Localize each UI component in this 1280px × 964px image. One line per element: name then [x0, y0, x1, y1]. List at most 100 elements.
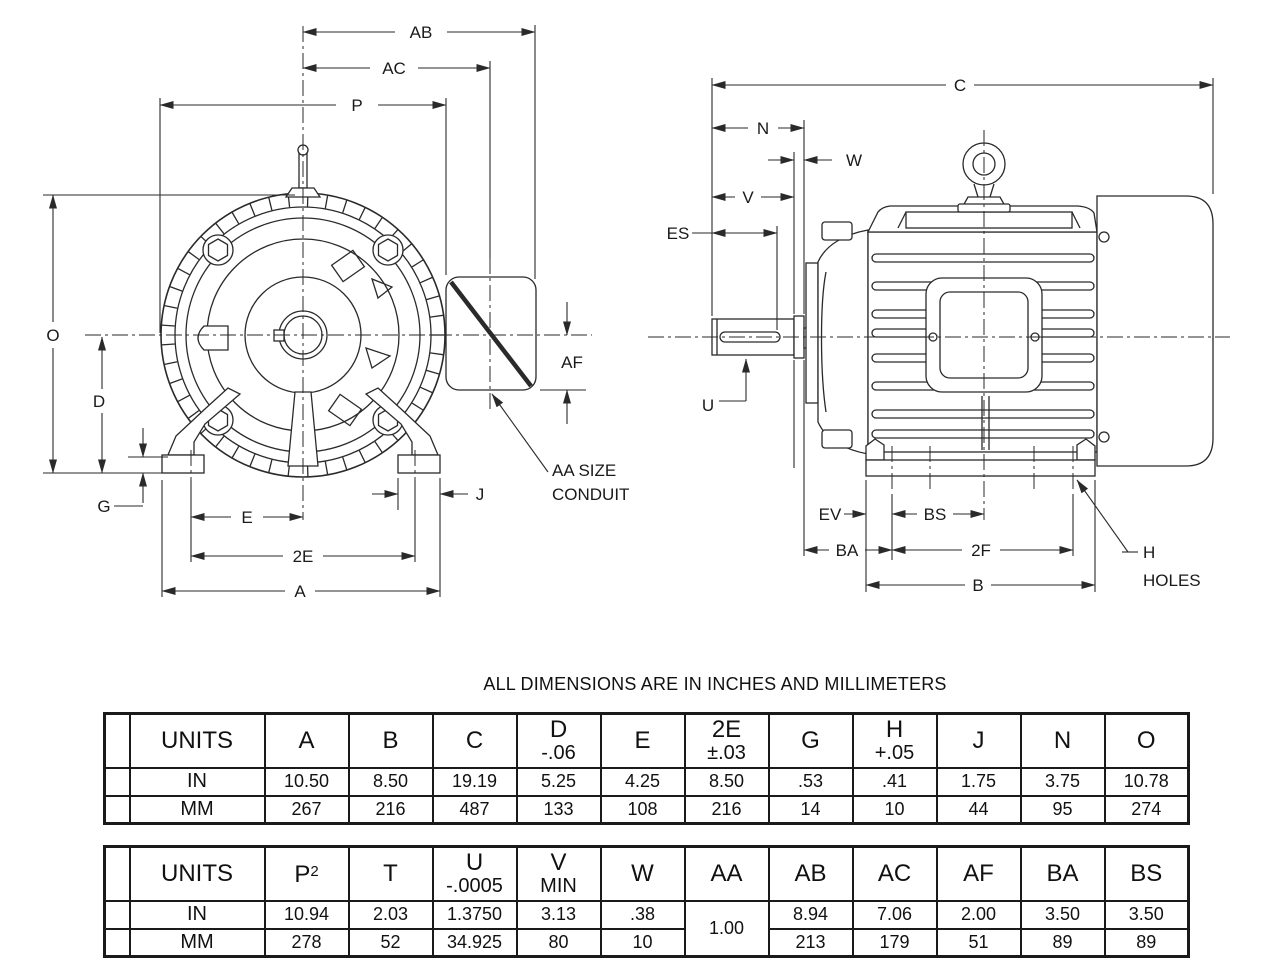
dim-label-p: P — [351, 96, 362, 115]
table-unit-cell: MM — [128, 794, 266, 825]
fin-rib — [161, 324, 175, 327]
conduit-box-front — [445, 276, 537, 391]
table-value-cell: 14 — [767, 794, 854, 825]
table-value-cell: 10 — [851, 794, 938, 825]
table-value-cell: 213 — [767, 927, 854, 958]
labels-side: C N W V ES U EV BS BA 2F B H HOLES — [667, 76, 1201, 595]
table-value-cell: 44 — [935, 794, 1022, 825]
fin-rib — [164, 361, 178, 366]
table-header-cell: P2 — [263, 845, 350, 902]
fin-rib — [249, 203, 256, 217]
label-backgrounds-front — [40, 21, 447, 602]
fin-rib — [268, 459, 273, 473]
fin-rib — [871, 429, 1095, 439]
fin-rib — [249, 453, 256, 467]
table-header-cell: T — [347, 845, 434, 902]
table-header-cell: U-.0005 — [431, 845, 518, 902]
table-value-cell: 80 — [515, 927, 602, 958]
table-blank-cell — [103, 794, 131, 825]
table-value-cell: 89 — [1103, 927, 1190, 958]
table-header-cell: C — [431, 712, 518, 769]
table-value-cell: 108 — [599, 794, 686, 825]
table-value-cell: .38 — [599, 899, 686, 930]
table-value-cell: 267 — [263, 794, 350, 825]
drain-spout — [287, 391, 319, 467]
table-value-cell: 1.00 — [683, 899, 770, 958]
table-header-cell: B — [347, 712, 434, 769]
table-value-cell: 10.50 — [263, 766, 350, 797]
dim-label-ba: BA — [836, 541, 859, 560]
grease-fitting-front — [197, 325, 229, 351]
dim-label-n: N — [757, 119, 769, 138]
conduit-note-line1: AA SIZE — [552, 461, 616, 480]
fin-rib — [342, 200, 348, 213]
fin-rib — [374, 441, 383, 453]
table-header-cell: D-.06 — [515, 712, 602, 769]
table-value-cell: 3.13 — [515, 899, 602, 930]
keyway-side — [719, 331, 781, 343]
fin-rib — [231, 212, 240, 225]
dim-label-b: B — [972, 576, 983, 595]
dim-label-bs: BS — [924, 505, 947, 524]
end-bell-side — [805, 221, 869, 455]
table-header-cell: 2E±.03 — [683, 712, 770, 769]
fin-rib — [430, 314, 444, 318]
dim-label-ev: EV — [819, 505, 842, 524]
fin-rib — [426, 369, 440, 375]
table-blank-cell — [103, 927, 131, 958]
fin-rib — [411, 259, 424, 268]
table-blank-cell — [103, 712, 131, 769]
fin-rib — [161, 343, 175, 346]
table-header-cell: AF — [935, 845, 1022, 902]
table-header-cell: AA — [683, 845, 770, 902]
mounting-feet-front — [161, 387, 441, 474]
table-value-cell: 51 — [935, 927, 1022, 958]
fan-cover-side — [1096, 195, 1214, 467]
fin-rib — [324, 195, 329, 209]
mounting-base-side — [865, 438, 1096, 477]
top-cover-side — [866, 205, 1098, 233]
dim-label-a: A — [294, 582, 306, 601]
holes-note-line1: H — [1143, 543, 1155, 562]
table-blank-cell — [103, 899, 131, 930]
fin-rib — [420, 386, 433, 394]
table-blank-cell — [103, 766, 131, 797]
table-value-cell: .41 — [851, 766, 938, 797]
table-value-cell: 7.06 — [851, 899, 938, 930]
table-header-cell: UNITS — [128, 712, 266, 769]
table-value-cell: 10.94 — [263, 899, 350, 930]
table-header-cell: E — [599, 712, 686, 769]
fin-rib — [374, 217, 383, 229]
table-value-cell: 4.25 — [599, 766, 686, 797]
table-header-cell: A — [263, 712, 350, 769]
fin-rib — [231, 445, 240, 458]
dimensions-note: ALL DIMENSIONS ARE IN INCHES AND MILLIME… — [483, 674, 947, 694]
table-value-cell: 2.03 — [347, 899, 434, 930]
fin-rib — [215, 435, 225, 447]
table-value-cell: 8.50 — [347, 766, 434, 797]
side-view-diagram: C N W V ES U EV BS BA 2F B H HOLES — [648, 74, 1230, 596]
fin-rib — [342, 457, 348, 470]
dim-label-es: ES — [667, 224, 690, 243]
table-blank-cell — [103, 845, 131, 902]
dim-label-w: W — [846, 151, 862, 170]
table-value-cell: 52 — [347, 927, 434, 958]
table-value-cell: 10 — [599, 927, 686, 958]
fin-rib — [358, 450, 366, 463]
dim-label-g: G — [97, 497, 110, 516]
front-view-diagram: AB AC P O D G E 2E A J AF AA SIZE CONDUI… — [40, 21, 629, 602]
dim-label-2e: 2E — [293, 547, 314, 566]
fin-rib — [169, 378, 183, 385]
table-unit-cell: IN — [128, 899, 266, 930]
table-value-cell: 34.925 — [431, 927, 518, 958]
dim-label-d: D — [93, 392, 105, 411]
table-header-cell: N — [1019, 712, 1106, 769]
